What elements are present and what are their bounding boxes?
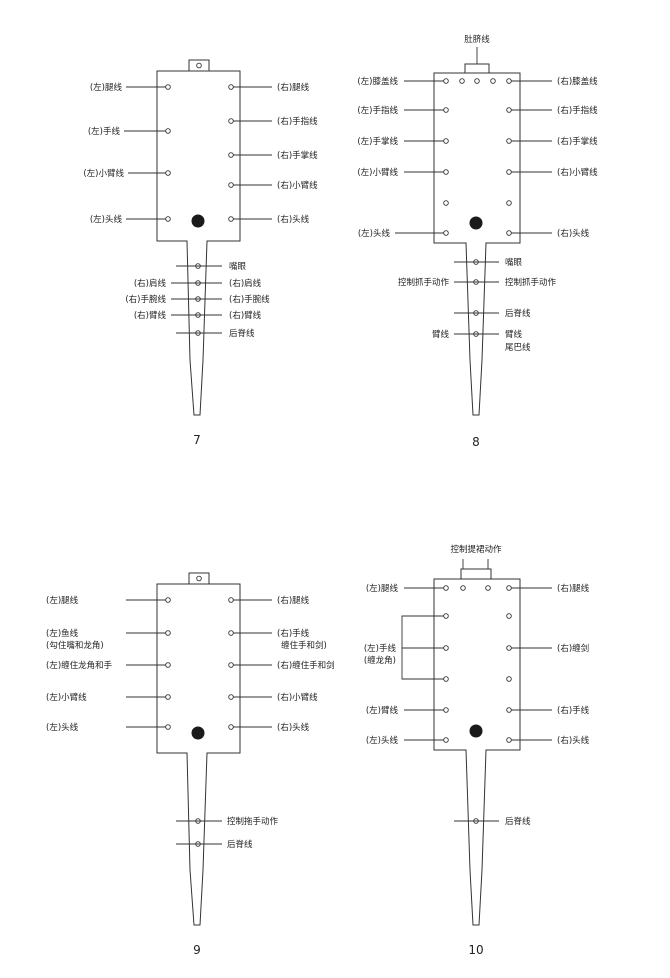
board-9-tab-hole (196, 575, 202, 582)
label: (右)肩线 (229, 278, 262, 289)
board-8-number: 8 (472, 435, 480, 449)
label: (左)头线 (46, 722, 79, 733)
label: (右)腿线 (277, 595, 310, 606)
label: 后脊线 (227, 839, 253, 850)
label: (右)头线 (277, 722, 310, 733)
label: 肚脐线 (464, 34, 490, 45)
label: 控制抓手动作 (505, 277, 557, 288)
label: 控制拖手动作 (227, 816, 279, 827)
label: (左)腿线 (46, 595, 79, 606)
label: 嘴眼 (229, 261, 247, 272)
board-10-outline (433, 578, 521, 926)
label: 嘴眼 (505, 257, 523, 268)
label: (左)头线 (90, 214, 123, 225)
board-9-holes (165, 597, 234, 847)
label: (右)手线 (557, 705, 590, 716)
board-7-labels: (左)腿线 (左)手线 (左)小臂线 (左)头线 (右)腿线 (右)手指线 (右… (83, 82, 318, 339)
label: (左)鱼线 (46, 628, 79, 639)
board-8-labels: 肚脐线 (左)膝盖线 (左)手指线 (左)手掌线 (左)小臂线 (左)头线 (右… (357, 34, 598, 353)
board-7-number: 7 (193, 433, 201, 447)
label: (左)腿线 (366, 583, 399, 594)
board-7-tab-hole (196, 62, 202, 69)
label: (左)头线 (358, 228, 391, 239)
label: 缠住手和剑) (281, 640, 327, 651)
label: 后脊线 (505, 816, 531, 827)
label: (左)手指线 (357, 105, 398, 116)
label: (右)手掌线 (277, 150, 318, 161)
label: (左)腿线 (90, 82, 123, 93)
label: (右)头线 (277, 214, 310, 225)
board-9-leader-lines (126, 599, 272, 845)
label: (右)手掌线 (557, 136, 598, 147)
board-7-leader-lines (124, 86, 272, 334)
control-board-9: (左)腿线 (左)鱼线 (勾住嘴和龙角) (左)缠住龙角和手 (左)小臂线 (左… (46, 572, 335, 957)
label: (左)手线 (88, 126, 121, 137)
control-board-8: 肚脐线 (左)膝盖线 (左)手指线 (左)手掌线 (左)小臂线 (左)头线 (右… (357, 34, 598, 449)
board-10-center-peg (469, 724, 483, 738)
label: (右)手腕线 (125, 294, 166, 305)
label: (右)小臂线 (277, 692, 318, 703)
board-9-center-peg (191, 726, 205, 740)
label: (右)臂线 (134, 310, 167, 321)
label: 后脊线 (505, 308, 531, 319)
label: (右)腿线 (557, 583, 590, 594)
control-board-7: (左)腿线 (左)手线 (左)小臂线 (左)头线 (右)腿线 (右)手指线 (右… (83, 59, 318, 447)
label: 臂线 (432, 329, 450, 340)
board-9-number: 9 (193, 943, 201, 957)
board-8-outline (433, 72, 521, 416)
board-10-number: 10 (468, 943, 483, 957)
label: (右)缠住手和剑 (277, 660, 335, 671)
label: (右)小臂线 (277, 180, 318, 191)
board-8-top-tab (464, 63, 490, 74)
board-7-center-peg (191, 214, 205, 228)
control-board-10: 控制提裙动作 (左)腿线 (左)手线 (缠龙角) (左)臂线 (左)头线 (右)… (364, 544, 590, 957)
board-7-outline (156, 70, 241, 416)
label: (左)手掌线 (357, 136, 398, 147)
board-10-top-tab (460, 568, 492, 580)
board-8-leader-lines (395, 80, 552, 335)
board-9-labels: (左)腿线 (左)鱼线 (勾住嘴和龙角) (左)缠住龙角和手 (左)小臂线 (左… (46, 595, 335, 850)
label: (右)手指线 (277, 116, 318, 127)
label: (右)头线 (557, 228, 590, 239)
label: 尾巴线 (505, 342, 531, 353)
label: (左)臂线 (366, 705, 399, 716)
label: (右)臂线 (229, 310, 262, 321)
label: (左)头线 (366, 735, 399, 746)
label: (左)手线 (364, 643, 397, 654)
label: (缠龙角) (364, 655, 396, 666)
label: (左)缠住龙角和手 (46, 660, 113, 671)
label: (右)小臂线 (557, 167, 598, 178)
label: (右)手腕线 (229, 294, 270, 305)
label: (左)小臂线 (46, 692, 87, 703)
label: (右)缠剑 (557, 643, 589, 654)
board-10-labels: 控制提裙动作 (左)腿线 (左)手线 (缠龙角) (左)臂线 (左)头线 (右)… (364, 544, 590, 827)
label: (右)手指线 (557, 105, 598, 116)
label: (右)腿线 (277, 82, 310, 93)
label: (右)膝盖线 (557, 76, 598, 87)
label: 臂线 (505, 329, 523, 340)
label: 控制抓手动作 (398, 277, 450, 288)
board-10-leader-lines (401, 587, 552, 822)
label: (左)小臂线 (357, 167, 398, 178)
label: 后脊线 (229, 328, 255, 339)
label: 控制提裙动作 (450, 544, 502, 555)
label: (勾住嘴和龙角) (46, 640, 104, 651)
label: (右)手线 (277, 628, 310, 639)
label: (左)膝盖线 (357, 76, 398, 87)
label: (右)头线 (557, 735, 590, 746)
label: (右)肩线 (134, 278, 167, 289)
label: (左)小臂线 (83, 168, 124, 179)
board-8-center-peg (469, 216, 483, 230)
